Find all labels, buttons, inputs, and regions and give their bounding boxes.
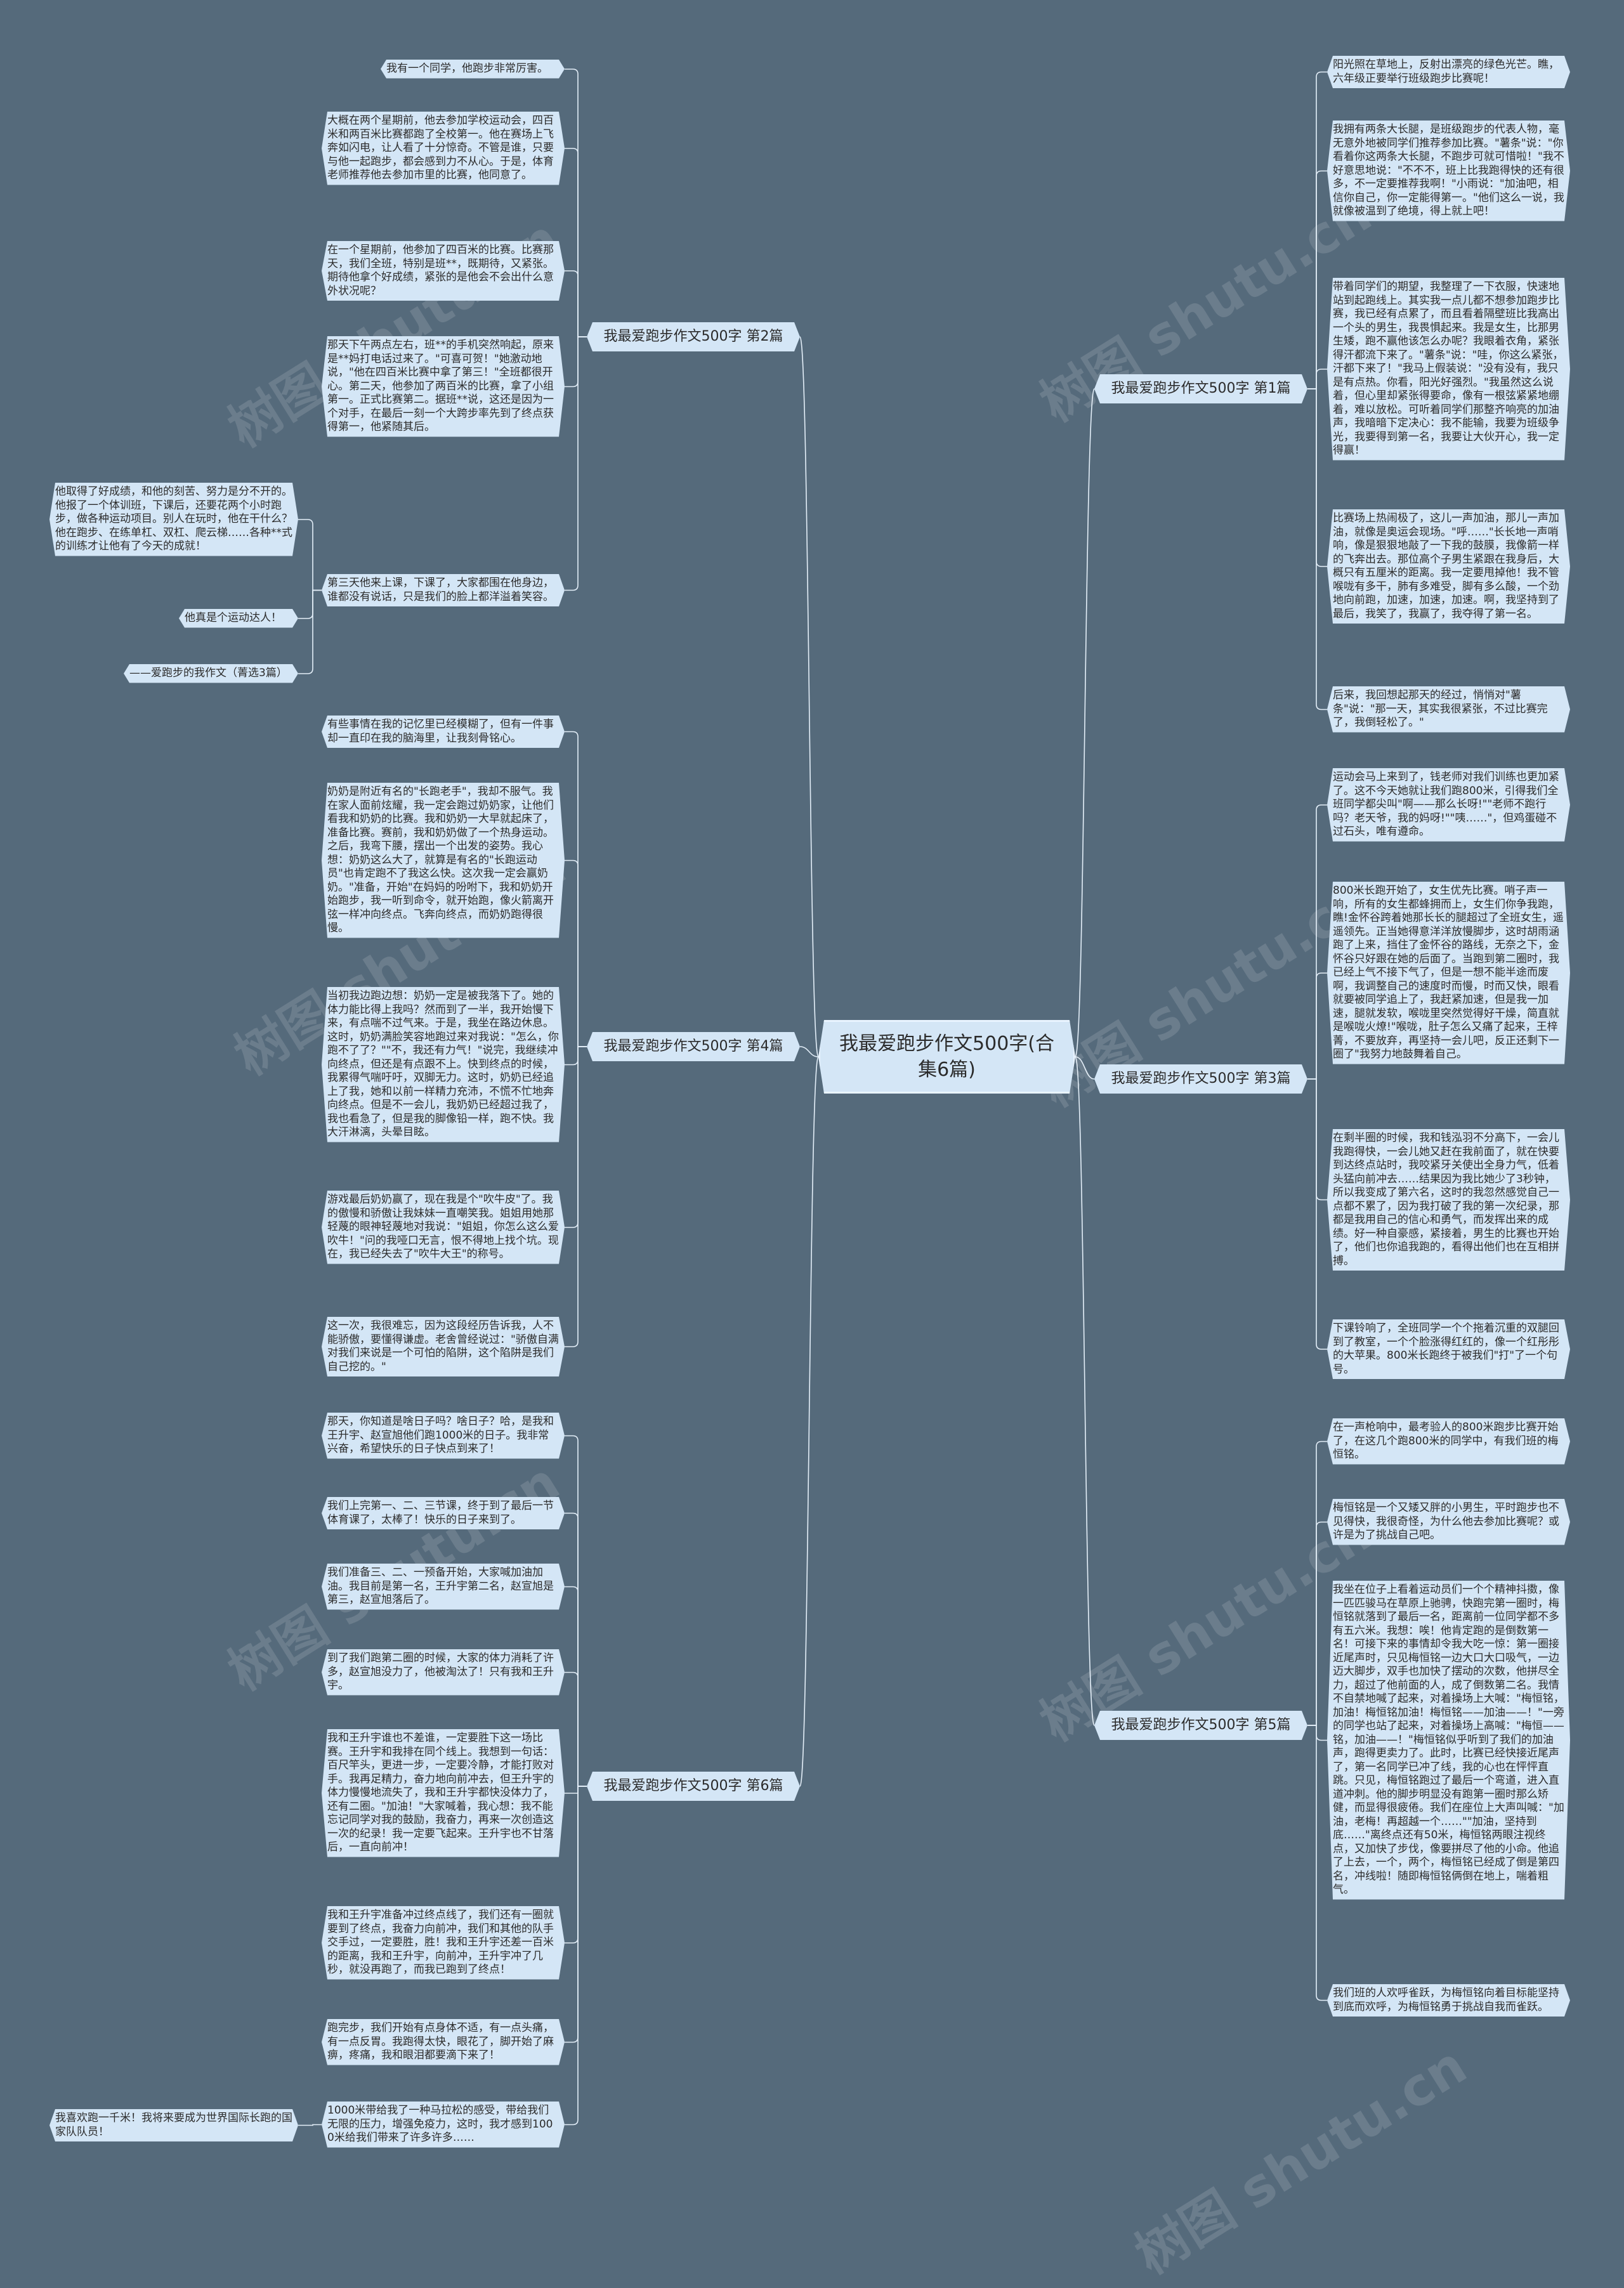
- leaf-text[interactable]: 运动会马上来到了，钱老师对我们训练也更加紧了。这不今天她就让我们跑800米，引得…: [1327, 768, 1570, 842]
- leaf-text[interactable]: 在剩半圈的时候，我和钱泓羽不分高下，一会儿我跑得快，一会儿她又赶在我前面了，就在…: [1327, 1129, 1570, 1271]
- connector-line: [1075, 388, 1095, 1057]
- root-topic[interactable]: 我最爱跑步作文500字(合集6篇): [818, 1020, 1075, 1094]
- connector-line: [565, 1786, 587, 2126]
- leaf-text[interactable]: 当初我边跑边想：奶奶一定是被我落下了。她的体力能比得上我吗？然而到了一半，我开始…: [322, 987, 565, 1142]
- branch-essay-5[interactable]: 我最爱跑步作文500字 第5篇: [1094, 1711, 1307, 1740]
- branch-essay-1[interactable]: 我最爱跑步作文500字 第1篇: [1094, 374, 1307, 403]
- connector-line: [565, 1786, 587, 1944]
- leaf-text[interactable]: 这一次，我很难忘，因为这段经历告诉我，人不能骄傲，要懂得谦虚。老舍曾经说过："骄…: [322, 1317, 565, 1376]
- leaf-text[interactable]: 那天下午两点左右，班**的手机突然响起，原来是**妈打电话过来了。"可喜可贺！"…: [322, 336, 565, 437]
- connector-line: [1307, 972, 1327, 1080]
- connector-line: [565, 1046, 587, 1228]
- connector-line: [565, 1046, 587, 1347]
- leaf-text[interactable]: 有些事情在我的记忆里已经模糊了，但有一件事却一直印在我的脑海里，让我刻骨铭心。: [322, 716, 565, 748]
- leaf-text[interactable]: 跑完步，我们开始有点身体不适，有一点头痛，有一点反胃。我跑得太快，眼花了，脚开始…: [322, 2019, 565, 2065]
- connector-line: [565, 1435, 587, 1787]
- connector-line: [1307, 1725, 1327, 1741]
- leaf-text[interactable]: 我们上完第一、二、三节课，终于到了最后一节体育课了，太棒了！快乐的日子来到了。: [322, 1497, 565, 1529]
- leaf-text[interactable]: 我拥有两条大长腿，是班级跑步的代表人物，毫无意外地被同学们推荐参加比赛。"薯条"…: [1327, 121, 1570, 221]
- connector-line: [1307, 388, 1327, 567]
- connector-line: [565, 1046, 587, 1066]
- leaf-text[interactable]: 下课铃响了，全班同学一个个拖着沉重的双腿回到了教室，一个个脸涨得红红的，像一个红…: [1327, 1319, 1570, 1379]
- connector-line: [1307, 804, 1327, 1080]
- connector-line: [565, 69, 587, 337]
- leaf-text[interactable]: 1000米带给我了一种马拉松的感受，带给我们无限的压力，增强免疫力，这时，我才感…: [322, 2102, 565, 2148]
- leaf-text[interactable]: 奶奶是附近有名的"长跑老手"，我却不服气。我在家人面前炫耀，我一定会跑过奶奶家，…: [322, 783, 565, 938]
- connector-line: [1307, 1725, 1327, 2001]
- leaf-text[interactable]: 我有一个同学，他跑步非常厉害。: [381, 60, 565, 79]
- connector-line: [1075, 1056, 1095, 1080]
- branch-essay-6[interactable]: 我最爱跑步作文500字 第6篇: [587, 1772, 800, 1801]
- connector-line: [1307, 1441, 1327, 1726]
- connector-line: [565, 1786, 587, 2043]
- leaf-text[interactable]: 梅恒铭是一个又矮又胖的小男生，平时跑步也不见得快，我很奇怪，为什么他去参加比赛呢…: [1327, 1499, 1570, 1545]
- connector-line: [298, 519, 322, 591]
- leaf-text[interactable]: 我喜欢跑一千米！我将来要成为世界国际长跑的国家队队员！: [49, 2109, 298, 2141]
- leaf-text[interactable]: 在一声枪响中，最考验人的800米跑步比赛开始了，在这几个跑800米的同学中，有我…: [1327, 1418, 1570, 1465]
- connector-line: [565, 1586, 587, 1787]
- connector-line: [1307, 71, 1327, 389]
- leaf-text[interactable]: 我和王升宇谁也不差谁，一定要胜下这一场比赛。王升宇和我排在同个线上。我想到一句话…: [322, 1729, 565, 1857]
- leaf-text[interactable]: 我们班的人欢呼雀跃，为梅恒铭向着目标能坚持到底而欢呼，为梅恒铭勇于挑战自我而雀跃…: [1327, 1984, 1570, 2017]
- branch-essay-4[interactable]: 我最爱跑步作文500字 第4篇: [587, 1032, 800, 1061]
- leaf-text[interactable]: 到了我们跑第二圈的时候，大家的体力消耗了许多，赵宣旭没力了，他被淘汰了！只有我和…: [322, 1649, 565, 1696]
- connector-line: [565, 336, 587, 388]
- leaf-text[interactable]: 我坐在位子上看着运动员们一个个精神抖擞，像一匹匹骏马在草原上驰骋，快跑完第一圈时…: [1327, 1581, 1570, 1900]
- connector-line: [565, 148, 587, 337]
- branch-essay-2[interactable]: 我最爱跑步作文500字 第2篇: [587, 322, 800, 351]
- connector-line: [565, 1512, 587, 1787]
- leaf-text[interactable]: 后来，我回想起那天的经过，悄悄对"薯条"说："那一天，其实我很紧张，不过比赛完了…: [1327, 686, 1570, 733]
- connector-line: [1307, 170, 1327, 389]
- connector-line: [799, 1056, 819, 1787]
- connector-line: [1307, 1521, 1327, 1726]
- leaf-text[interactable]: 800米长跑开始了，女生优先比赛。哨子声一响，所有的女生都蜂拥而上，女生们你争我…: [1327, 882, 1570, 1064]
- connector-line: [799, 336, 819, 1057]
- connector-lines: [298, 69, 1327, 2126]
- connector-line: [298, 589, 322, 619]
- connector-line: [1307, 388, 1327, 710]
- connector-line: [565, 860, 587, 1047]
- connector-line: [565, 731, 587, 1047]
- leaf-text[interactable]: 我和王升宇准备冲过终点线了，我们还有一圈就要到了终点，我奋力向前冲，我们和其他的…: [322, 1906, 565, 1980]
- leaf-text[interactable]: 他取得了好成绩，和他的刻苦、努力是分不开的。他报了一个体训班，下课后，还要花两个…: [49, 483, 298, 556]
- connector-line: [799, 1046, 819, 1057]
- leaf-text[interactable]: 在一个星期前，他参加了四百米的比赛。比赛那天，我们全班，特别是班**，既期待，又…: [322, 241, 565, 301]
- connector-line: [1075, 1056, 1095, 1726]
- connector-line: [1307, 1078, 1327, 1201]
- leaf-text[interactable]: 第三天他来上课，下课了，大家都围在他身边，谁都没有说话，只是我们的脸上都洋溢着笑…: [322, 574, 565, 606]
- leaf-text[interactable]: 大概在两个星期前，他去参加学校运动会，四百米和两百米比赛都跑了全校第一。他在赛场…: [322, 112, 565, 185]
- connector-line: [565, 336, 587, 591]
- connector-line: [565, 1786, 587, 1794]
- connector-line: [298, 2124, 322, 2126]
- leaf-text[interactable]: 那天，你知道是啥日子吗？啥日子？哈，是我和王升宇、赵宣旭他们跑1000米的日子。…: [322, 1413, 565, 1459]
- connector-line: [565, 1671, 587, 1787]
- connector-line: [1307, 1078, 1327, 1350]
- leaf-text[interactable]: 他真是个运动达人！: [179, 609, 298, 628]
- connector-line: [298, 589, 322, 674]
- connector-line: [1307, 369, 1327, 389]
- leaf-text[interactable]: ——爱跑步的我作文（菁选3篇）: [124, 664, 298, 683]
- leaf-text[interactable]: 游戏最后奶奶赢了，现在我是个"吹牛皮"了。我的傲慢和骄傲让我妹妹一直嘲笑我。姐姐…: [322, 1191, 565, 1264]
- branch-essay-3[interactable]: 我最爱跑步作文500字 第3篇: [1094, 1064, 1307, 1094]
- connector-line: [565, 270, 587, 337]
- leaf-text[interactable]: 阳光照在草地上，反射出漂亮的绿色光芒。瞧，六年级正要举行班级跑步比赛呢！: [1327, 56, 1570, 88]
- leaf-text[interactable]: 我们准备三、二、一预备开始，大家喊加油加油。我目前是第一名，王升宇第二名，赵宣旭…: [322, 1564, 565, 1610]
- leaf-text[interactable]: 比赛场上热闹极了，这儿一声加油，那儿一声加油，就像是奥运会现场。"呼……"长长地…: [1327, 509, 1570, 624]
- leaf-text[interactable]: 带着同学们的期望，我整理了一下衣服，快速地站到起跑线上。其实我一点儿都不想参加跑…: [1327, 278, 1570, 461]
